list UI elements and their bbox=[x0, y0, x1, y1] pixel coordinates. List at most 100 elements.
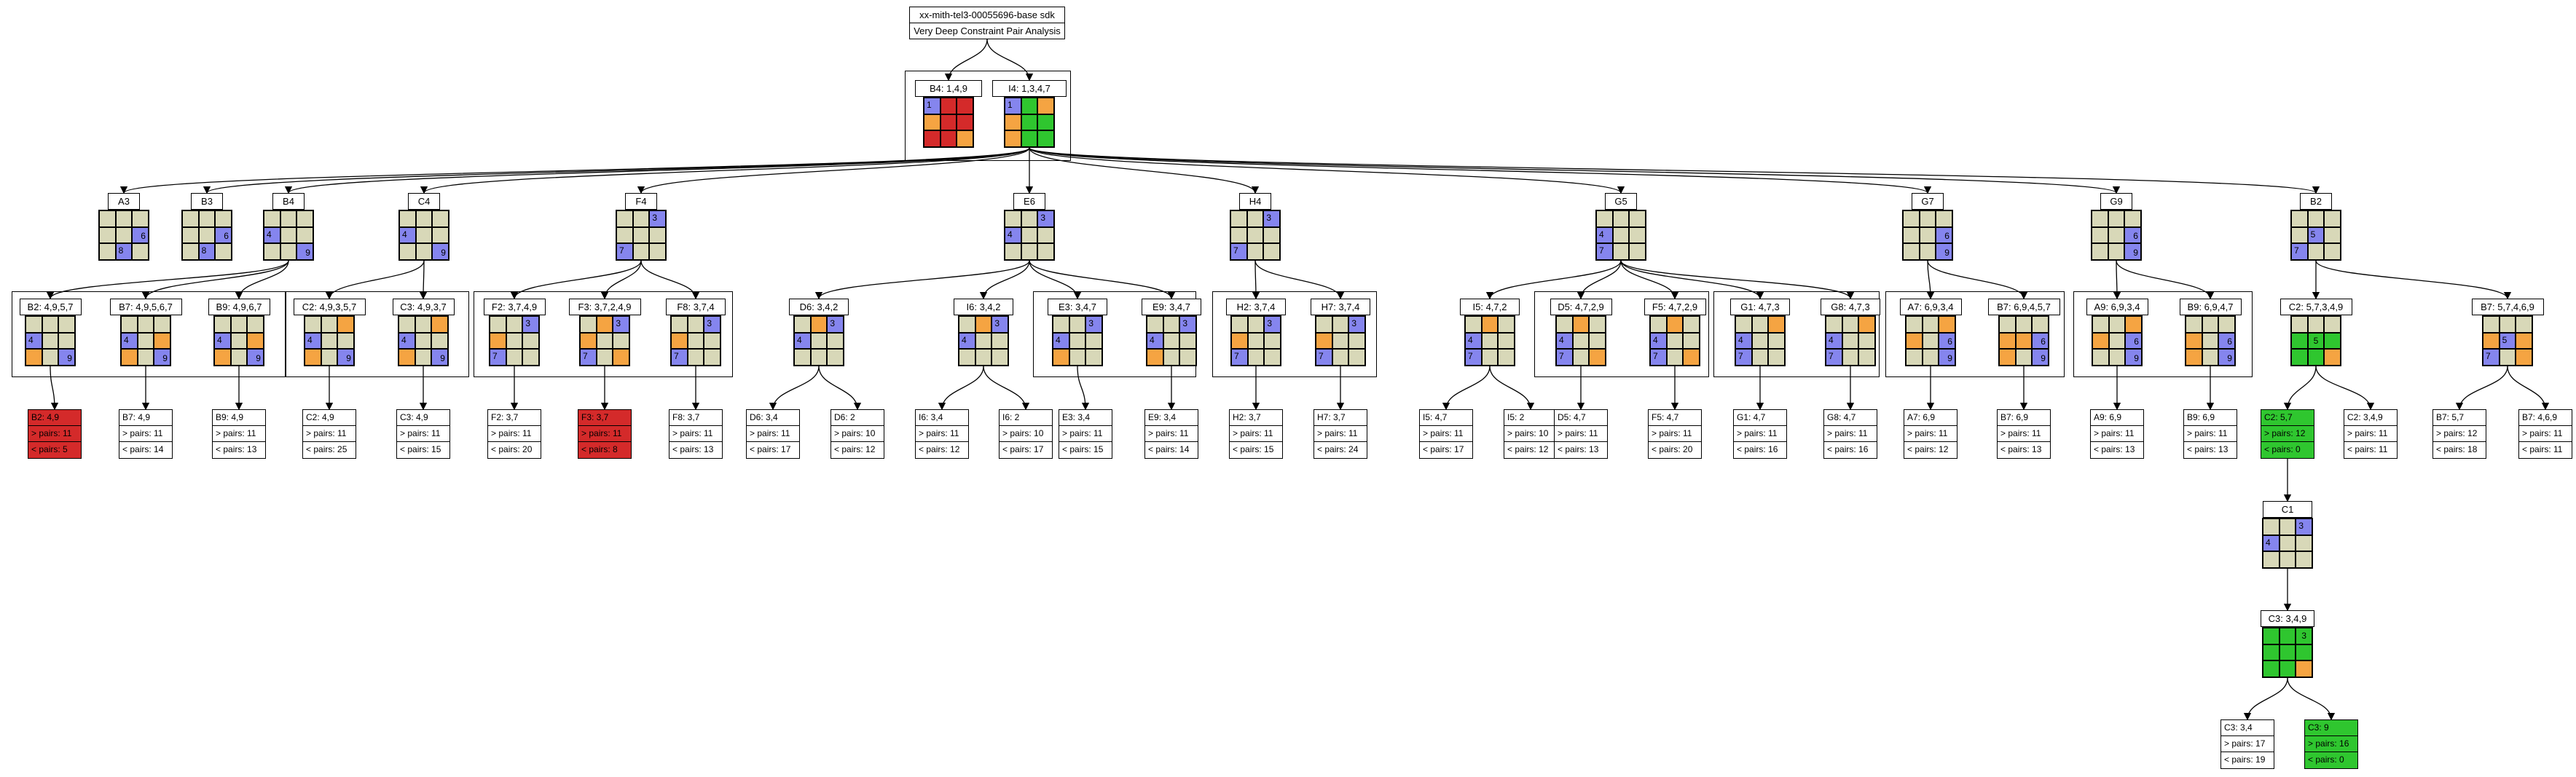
tree-edge bbox=[285, 147, 1030, 194]
box-cell bbox=[1037, 114, 1054, 131]
stat-gt: > pairs: 11 bbox=[397, 426, 449, 442]
tree-edge bbox=[1620, 260, 1764, 300]
box-cell: 4 bbox=[264, 226, 280, 244]
box-cell bbox=[432, 226, 449, 244]
stat-gt: > pairs: 11 bbox=[303, 426, 356, 442]
box-cell bbox=[1666, 316, 1684, 333]
node-label-b4: B4 bbox=[272, 193, 305, 210]
box-cell bbox=[2279, 628, 2296, 644]
pair-stats-s-c3a: C3: 4,9> pairs: 11< pairs: 15 bbox=[396, 409, 450, 459]
pair-cluster bbox=[12, 291, 286, 377]
node-label-e6: E6 bbox=[1013, 193, 1045, 210]
box-cell bbox=[1572, 349, 1590, 366]
node-label-f2a: F2: 3,7,4,9 bbox=[483, 299, 546, 315]
box-cell bbox=[230, 316, 248, 333]
box-cell bbox=[2324, 226, 2341, 244]
box-cell bbox=[99, 210, 116, 227]
node-label-b2: B2 bbox=[2300, 193, 2332, 210]
box-cell bbox=[1612, 226, 1630, 244]
box-cell bbox=[305, 349, 321, 366]
box-cell bbox=[2092, 226, 2108, 244]
sudoku-box-root-i4: 1 bbox=[1004, 97, 1055, 148]
pair-stats-s-h7: H7: 3,7> pairs: 11< pairs: 24 bbox=[1313, 409, 1367, 459]
box-cell bbox=[1751, 316, 1769, 333]
box-cell bbox=[632, 226, 650, 244]
box-cell bbox=[2483, 316, 2500, 333]
pair-cluster bbox=[1212, 291, 1377, 377]
stat-lt: < pairs: 13 bbox=[2187, 444, 2229, 454]
box-cell bbox=[1037, 226, 1054, 244]
stat-gt: > pairs: 11 bbox=[1649, 426, 1701, 442]
box-cell: 3 bbox=[1264, 316, 1281, 333]
node-label-a7a: A7: 6,9,3,4 bbox=[1899, 299, 1962, 315]
box-cell: 9 bbox=[1936, 243, 1952, 260]
box-cell bbox=[975, 316, 992, 333]
box-cell bbox=[1629, 210, 1646, 227]
tree-edge bbox=[2315, 260, 2512, 300]
box-cell bbox=[297, 210, 313, 227]
box-cell bbox=[1903, 226, 1920, 244]
stat-gt: > pairs: 11 bbox=[1734, 426, 1786, 442]
box-cell bbox=[704, 349, 720, 366]
box-cell bbox=[596, 349, 613, 366]
box-cell bbox=[1683, 316, 1700, 333]
stat-gt: > pairs: 11 bbox=[578, 426, 631, 442]
tree-edge bbox=[814, 260, 1030, 300]
tree-edge bbox=[979, 260, 1030, 300]
box-cell bbox=[137, 316, 154, 333]
tree-edge bbox=[1927, 260, 2028, 300]
box-cell bbox=[2202, 316, 2219, 333]
tree-edge bbox=[1029, 147, 1260, 194]
tree-edge bbox=[938, 366, 984, 411]
box-cell bbox=[580, 332, 597, 350]
box-cell: 7 bbox=[580, 349, 597, 366]
tree-edge bbox=[1254, 260, 1345, 300]
box-cell: 9 bbox=[2032, 349, 2049, 366]
pair-stats-s-i6a: I6: 3,4> pairs: 11< pairs: 12 bbox=[915, 409, 969, 459]
pair-stats-s-i5b: I5: 2> pairs: 10< pairs: 12 bbox=[1504, 409, 1558, 459]
box-cell bbox=[1037, 243, 1054, 260]
box-cell bbox=[25, 349, 42, 366]
box-cell bbox=[810, 349, 828, 366]
box-cell bbox=[1085, 332, 1102, 350]
box-cell bbox=[1629, 243, 1646, 260]
box-cell bbox=[1069, 316, 1086, 333]
stat-lt: < pairs: 15 bbox=[1062, 444, 1104, 454]
box-cell bbox=[2263, 551, 2279, 568]
page-subtitle: Very Deep Constraint Pair Analysis bbox=[909, 23, 1065, 39]
node-label-i6a: I6: 3,4,2 bbox=[954, 299, 1013, 315]
stat-lt: < pairs: 12 bbox=[834, 444, 876, 454]
box-cell bbox=[613, 332, 629, 350]
box-cell bbox=[616, 210, 633, 227]
box-cell: 4 bbox=[25, 332, 42, 350]
box-cell bbox=[1903, 210, 1920, 227]
tree-edge bbox=[2113, 260, 2121, 300]
box-cell bbox=[613, 349, 629, 366]
pair-cluster bbox=[286, 291, 469, 377]
box-cell bbox=[2307, 316, 2325, 333]
box-cell bbox=[247, 316, 264, 333]
stat-lt: < pairs: 24 bbox=[1317, 444, 1359, 454]
box-cell bbox=[2324, 332, 2341, 350]
node-label-c4: C4 bbox=[408, 193, 440, 210]
box-cell bbox=[42, 316, 59, 333]
box-cell bbox=[1005, 130, 1021, 147]
box-cell bbox=[1316, 332, 1332, 350]
tree-edge bbox=[640, 260, 700, 300]
box-cell: 9 bbox=[297, 243, 313, 260]
box-cell: 6 bbox=[2218, 332, 2235, 350]
box-cell bbox=[794, 316, 811, 333]
tree-edge bbox=[510, 260, 642, 300]
box-cell: 3 bbox=[613, 316, 629, 333]
box-cell bbox=[506, 332, 523, 350]
stat-gt: > pairs: 11 bbox=[1904, 426, 1957, 442]
box-cell bbox=[596, 332, 613, 350]
box-cell bbox=[415, 316, 432, 333]
stat-title: G8: 4,7 bbox=[1824, 410, 1877, 426]
